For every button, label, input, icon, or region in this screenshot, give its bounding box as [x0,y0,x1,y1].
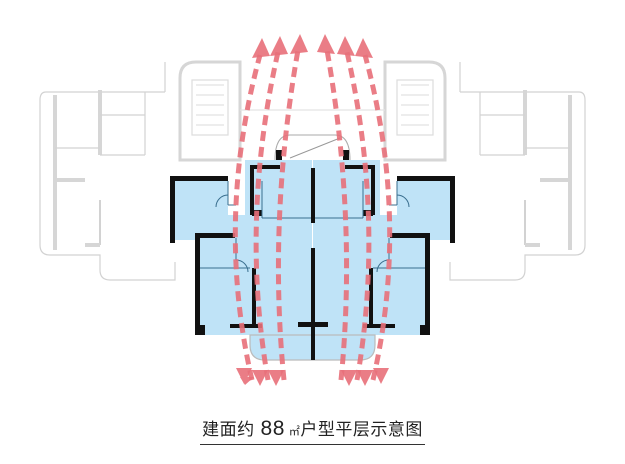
unit-walls [170,150,455,360]
caption-text: 建面约 88 ㎡户型平层示意图 [200,418,425,445]
left-unit-fill [170,160,312,355]
caption-area-value: 88 [260,417,285,440]
interior-partitions [200,181,425,273]
diagram-caption: 建面约 88 ㎡户型平层示意图 [0,418,625,445]
entry-canopy [274,134,351,161]
caption-area-unit: ㎡ [284,425,301,438]
right-unit-fill [313,160,455,355]
airflow-arrowheads [236,34,389,386]
context-building-outline [39,60,586,281]
airflow-arrows [232,49,393,381]
caption-suffix: 户型平层示意图 [300,420,423,440]
caption-prefix: 建面约 [202,420,261,440]
